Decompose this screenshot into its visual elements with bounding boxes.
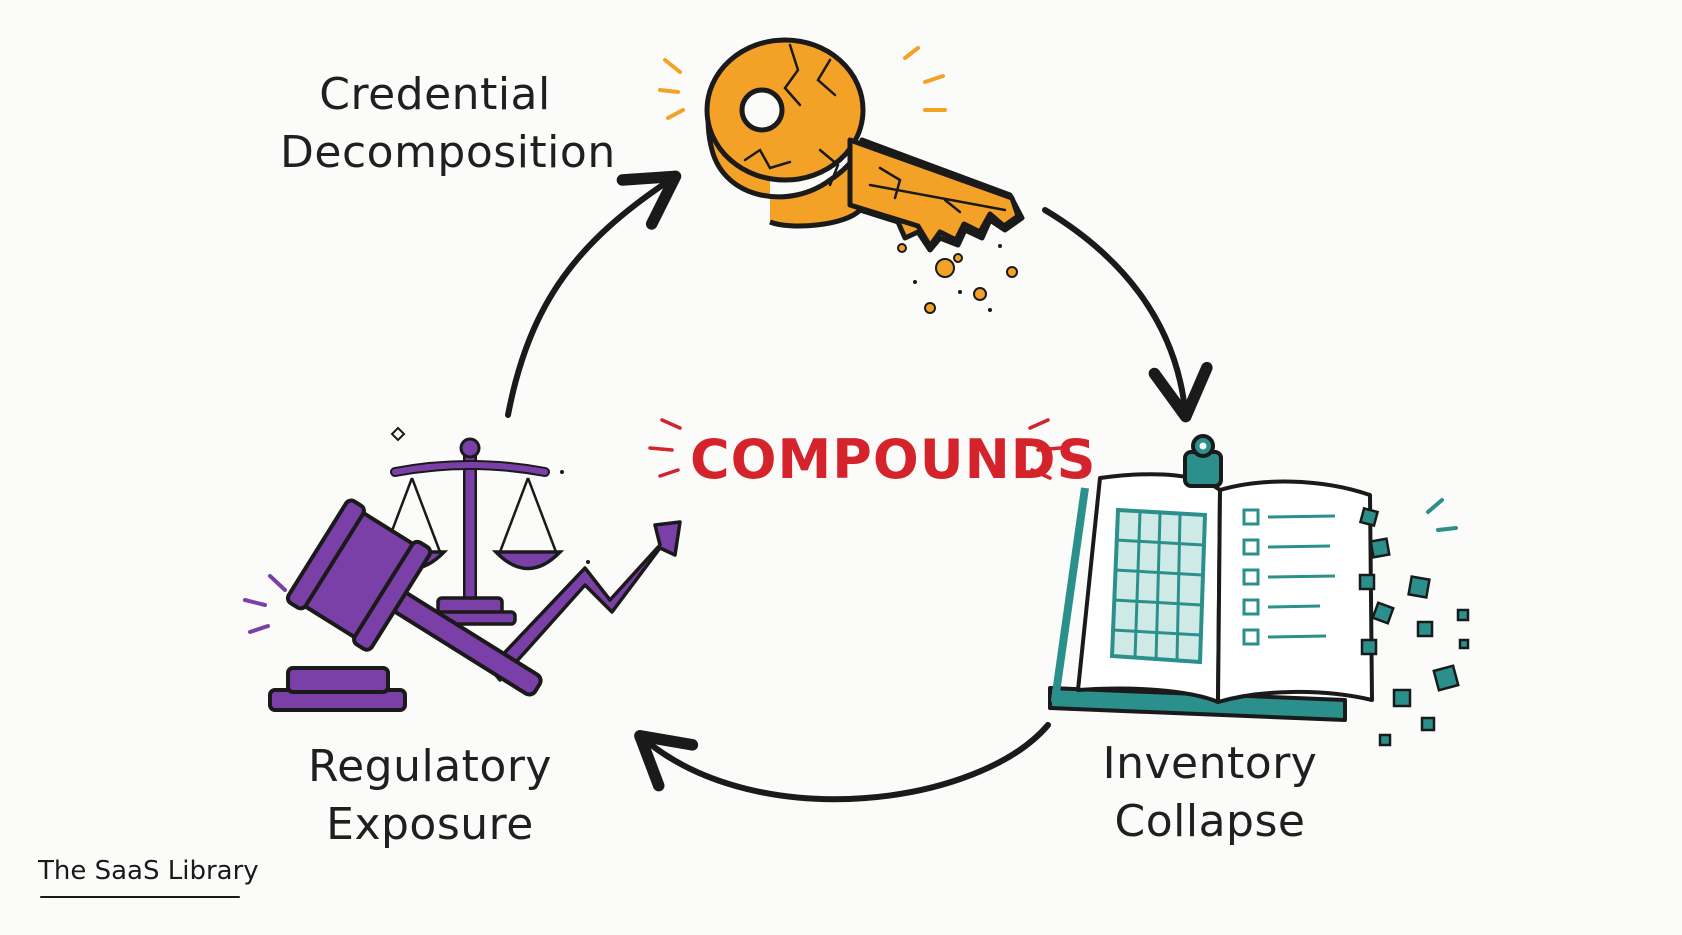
center-emphasis-marks: [648, 418, 1062, 480]
node-label-inventory-collapse: Inventory Collapse: [1080, 735, 1340, 851]
cycle-arrow-top-to-right: [1042, 207, 1213, 423]
node-label-line: Regulatory: [308, 741, 552, 792]
node-label-regulatory-exposure: Regulatory Exposure: [300, 738, 560, 854]
node-label-line: Credential: [319, 69, 551, 120]
center-label: COMPOUNDS: [690, 428, 1097, 491]
crumbling-ledger-icon: [1048, 434, 1470, 747]
brand-name: The SaaS Library: [38, 856, 259, 886]
brand-underline: [40, 896, 240, 898]
node-label-line: Collapse: [1114, 796, 1306, 847]
node-label-line: Inventory: [1102, 738, 1318, 789]
gavel-scales-icon: [243, 426, 682, 712]
node-label-line: Exposure: [326, 799, 534, 850]
node-label-credential-decomposition: Credential Decomposition: [280, 66, 616, 182]
cycle-arrow-left-to-top: [505, 170, 682, 418]
node-label-line: Decomposition: [280, 127, 616, 178]
cycle-arrow-right-to-left: [634, 722, 1051, 803]
cracked-key-icon: [658, 37, 1025, 314]
